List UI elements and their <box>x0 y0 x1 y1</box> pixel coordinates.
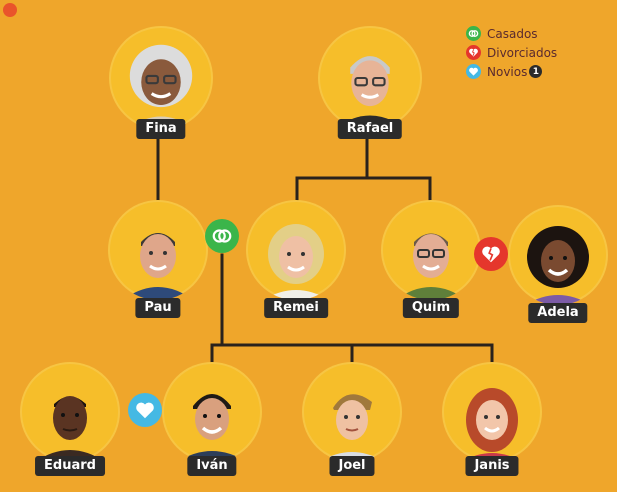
person-joel[interactable]: Joel <box>302 362 402 476</box>
man-with-glasses-portrait-icon <box>395 233 467 300</box>
name-tag-pau: Pau <box>135 298 181 318</box>
man-portrait-icon <box>122 233 194 300</box>
portrait-rafael <box>318 26 422 130</box>
name-tag-janis: Janis <box>465 456 519 476</box>
name-tag-quim: Quim <box>402 298 460 318</box>
married-badge <box>205 219 239 253</box>
heart-icon <box>136 402 154 419</box>
young-man-dark-hair-portrait-icon <box>177 394 247 462</box>
person-eduard[interactable]: Eduard <box>20 362 120 476</box>
person-adela[interactable]: Adela <box>508 205 608 323</box>
legend-item-divorced: Divorciados <box>466 43 557 62</box>
portrait-adela <box>508 205 608 305</box>
legend-label-dating: Novios <box>487 64 528 79</box>
name-tag-remei: Remei <box>264 298 328 318</box>
portrait-fina <box>109 26 213 130</box>
name-tag-joel: Joel <box>329 456 375 476</box>
portrait-janis <box>442 362 542 462</box>
person-pau[interactable]: Pau <box>108 200 208 318</box>
portrait-eduard <box>20 362 120 462</box>
portrait-remei <box>246 200 346 300</box>
name-tag-adela: Adela <box>528 303 588 323</box>
person-rafael[interactable]: Rafael <box>318 26 422 139</box>
name-tag-eduard: Eduard <box>35 456 105 476</box>
name-tag-fina: Fina <box>136 119 186 139</box>
name-tag-rafael: Rafael <box>337 119 403 139</box>
name-tag-ivan: Iván <box>187 456 237 476</box>
rings-icon <box>466 26 481 41</box>
legend-item-married: Casados <box>466 24 557 43</box>
heart-icon <box>466 64 481 79</box>
footnote-marker: 1 <box>529 65 543 78</box>
broken-heart-icon <box>466 45 481 60</box>
woman-curly-hair-portrait-icon <box>525 226 591 305</box>
dating-badge <box>128 393 162 427</box>
corner-dot <box>3 3 17 17</box>
person-fina[interactable]: Fina <box>109 26 213 139</box>
elderly-man-portrait-icon <box>333 56 407 130</box>
person-ivan[interactable]: Iván <box>162 362 262 476</box>
portrait-ivan <box>162 362 262 462</box>
young-man-portrait-icon <box>35 396 105 462</box>
divorced-badge <box>474 237 508 271</box>
legend-label-married: Casados <box>487 26 538 41</box>
legend-label-divorced: Divorciados <box>487 45 558 60</box>
portrait-quim <box>381 200 481 300</box>
portrait-pau <box>108 200 208 300</box>
legend: Casados Divorciados Novios 1 <box>466 24 557 81</box>
person-remei[interactable]: Remei <box>246 200 346 318</box>
woman-portrait-icon <box>263 224 329 300</box>
broken-heart-icon <box>482 246 500 263</box>
girl-red-hair-portrait-icon <box>461 388 523 462</box>
legend-item-dating: Novios 1 <box>466 62 557 81</box>
portrait-joel <box>302 362 402 462</box>
boy-portrait-icon <box>319 394 385 462</box>
rings-icon <box>212 229 232 243</box>
person-janis[interactable]: Janis <box>442 362 542 476</box>
person-quim[interactable]: Quim <box>381 200 481 318</box>
elderly-woman-portrait-icon <box>126 44 196 130</box>
